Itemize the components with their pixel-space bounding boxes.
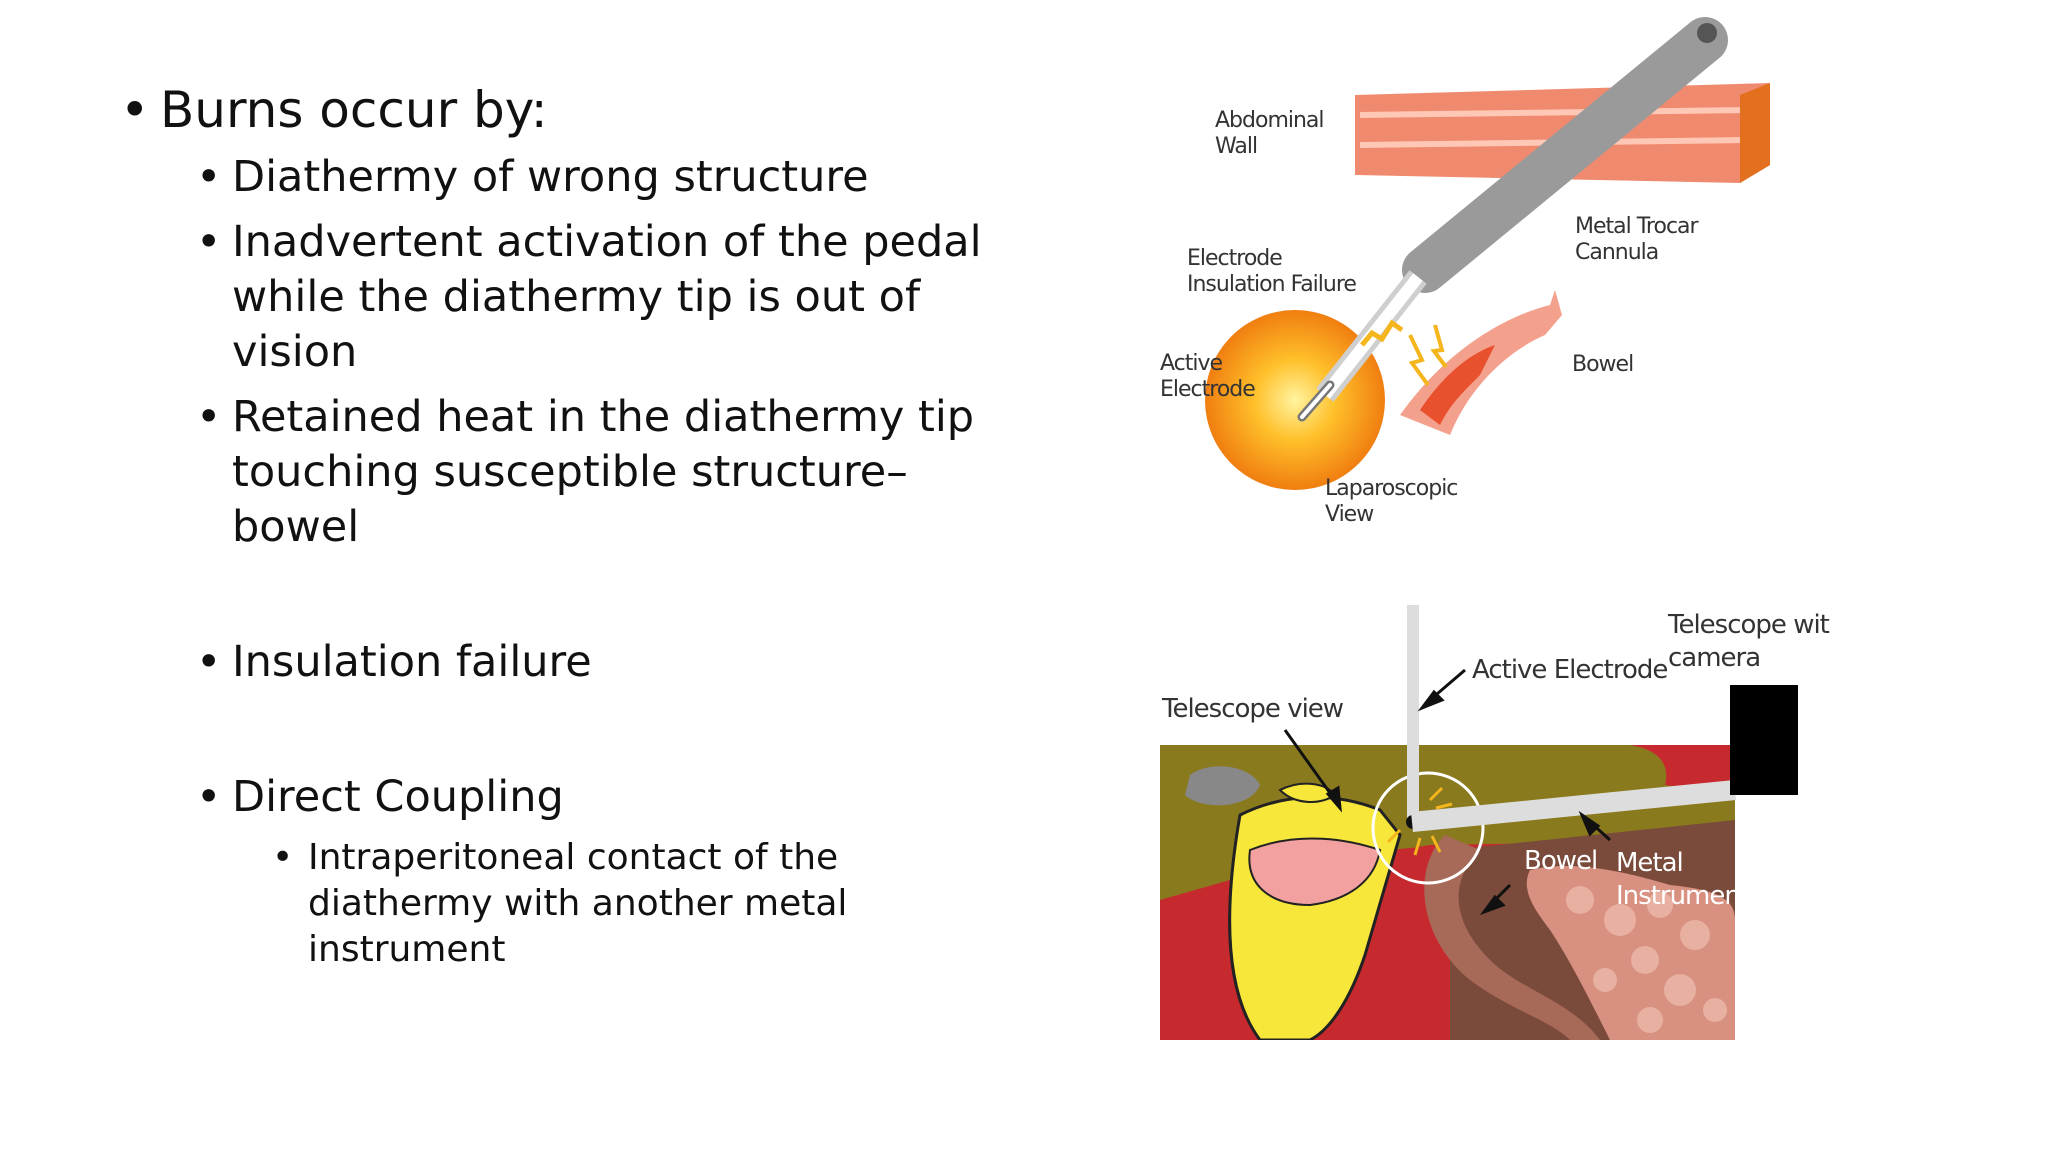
bullet-item: •Direct Coupling xyxy=(196,772,564,822)
label-telescope-camera: Telescope with xyxy=(1667,610,1830,640)
label-abdominal-wall: Abdominal xyxy=(1215,108,1324,133)
label-telescope-camera: camera xyxy=(1668,643,1760,673)
label-active-electrode: Electrode xyxy=(1160,377,1255,402)
telescope-view-circle xyxy=(1371,771,1485,885)
laparoscopic-view-circle xyxy=(1205,310,1385,490)
bullet-item: •Insulation failure xyxy=(196,637,592,687)
bowel-loop-shape xyxy=(1424,835,1600,1040)
active-electrode-shape xyxy=(1407,605,1419,820)
direct-coupling-illustration: Telescope with camera Active Electrode T… xyxy=(1160,605,1830,1040)
metal-instrument-shape xyxy=(1411,780,1736,832)
label-active-electrode: Active xyxy=(1160,351,1223,376)
bullet-item: •Diathermy of wrong structure xyxy=(196,152,869,202)
bullet-item: •Retained heat in the diathermy tip touc… xyxy=(196,392,975,552)
bullet-item: •Inadvertent activation of the pedal whi… xyxy=(196,217,982,377)
insulation-failure-illustration: Abdominal Wall Metal Trocar Cannula Elec… xyxy=(1160,17,1770,527)
trocar-cannula-shape xyxy=(1402,17,1728,293)
label-bowel: Bowel xyxy=(1572,352,1633,377)
label-bowel: Bowel xyxy=(1524,846,1597,876)
bullet-list: •Burns occur by: •Diathermy of wrong str… xyxy=(120,80,1000,973)
label-laparoscopic-view: View xyxy=(1325,502,1374,527)
label-metal-trocar: Cannula xyxy=(1575,240,1658,265)
label-abdominal-wall: Wall xyxy=(1215,134,1257,159)
label-insulation-failure: Electrode xyxy=(1187,246,1282,271)
camera-box xyxy=(1730,685,1798,795)
label-metal-trocar: Metal Trocar xyxy=(1575,214,1700,239)
label-insulation-failure: Insulation Failure xyxy=(1187,272,1356,297)
label-active-electrode: Active Electrode xyxy=(1472,655,1667,685)
label-laparoscopic-view: Laparoscopic xyxy=(1325,476,1457,501)
bullet-heading: •Burns occur by: xyxy=(120,81,548,139)
label-metal-instrument: Metal xyxy=(1616,848,1683,878)
sub-bullet-item: •Intraperitoneal contact of the diatherm… xyxy=(272,837,848,970)
label-metal-instrument: Instrument xyxy=(1616,881,1750,911)
label-telescope-view: Telescope view xyxy=(1161,694,1344,724)
